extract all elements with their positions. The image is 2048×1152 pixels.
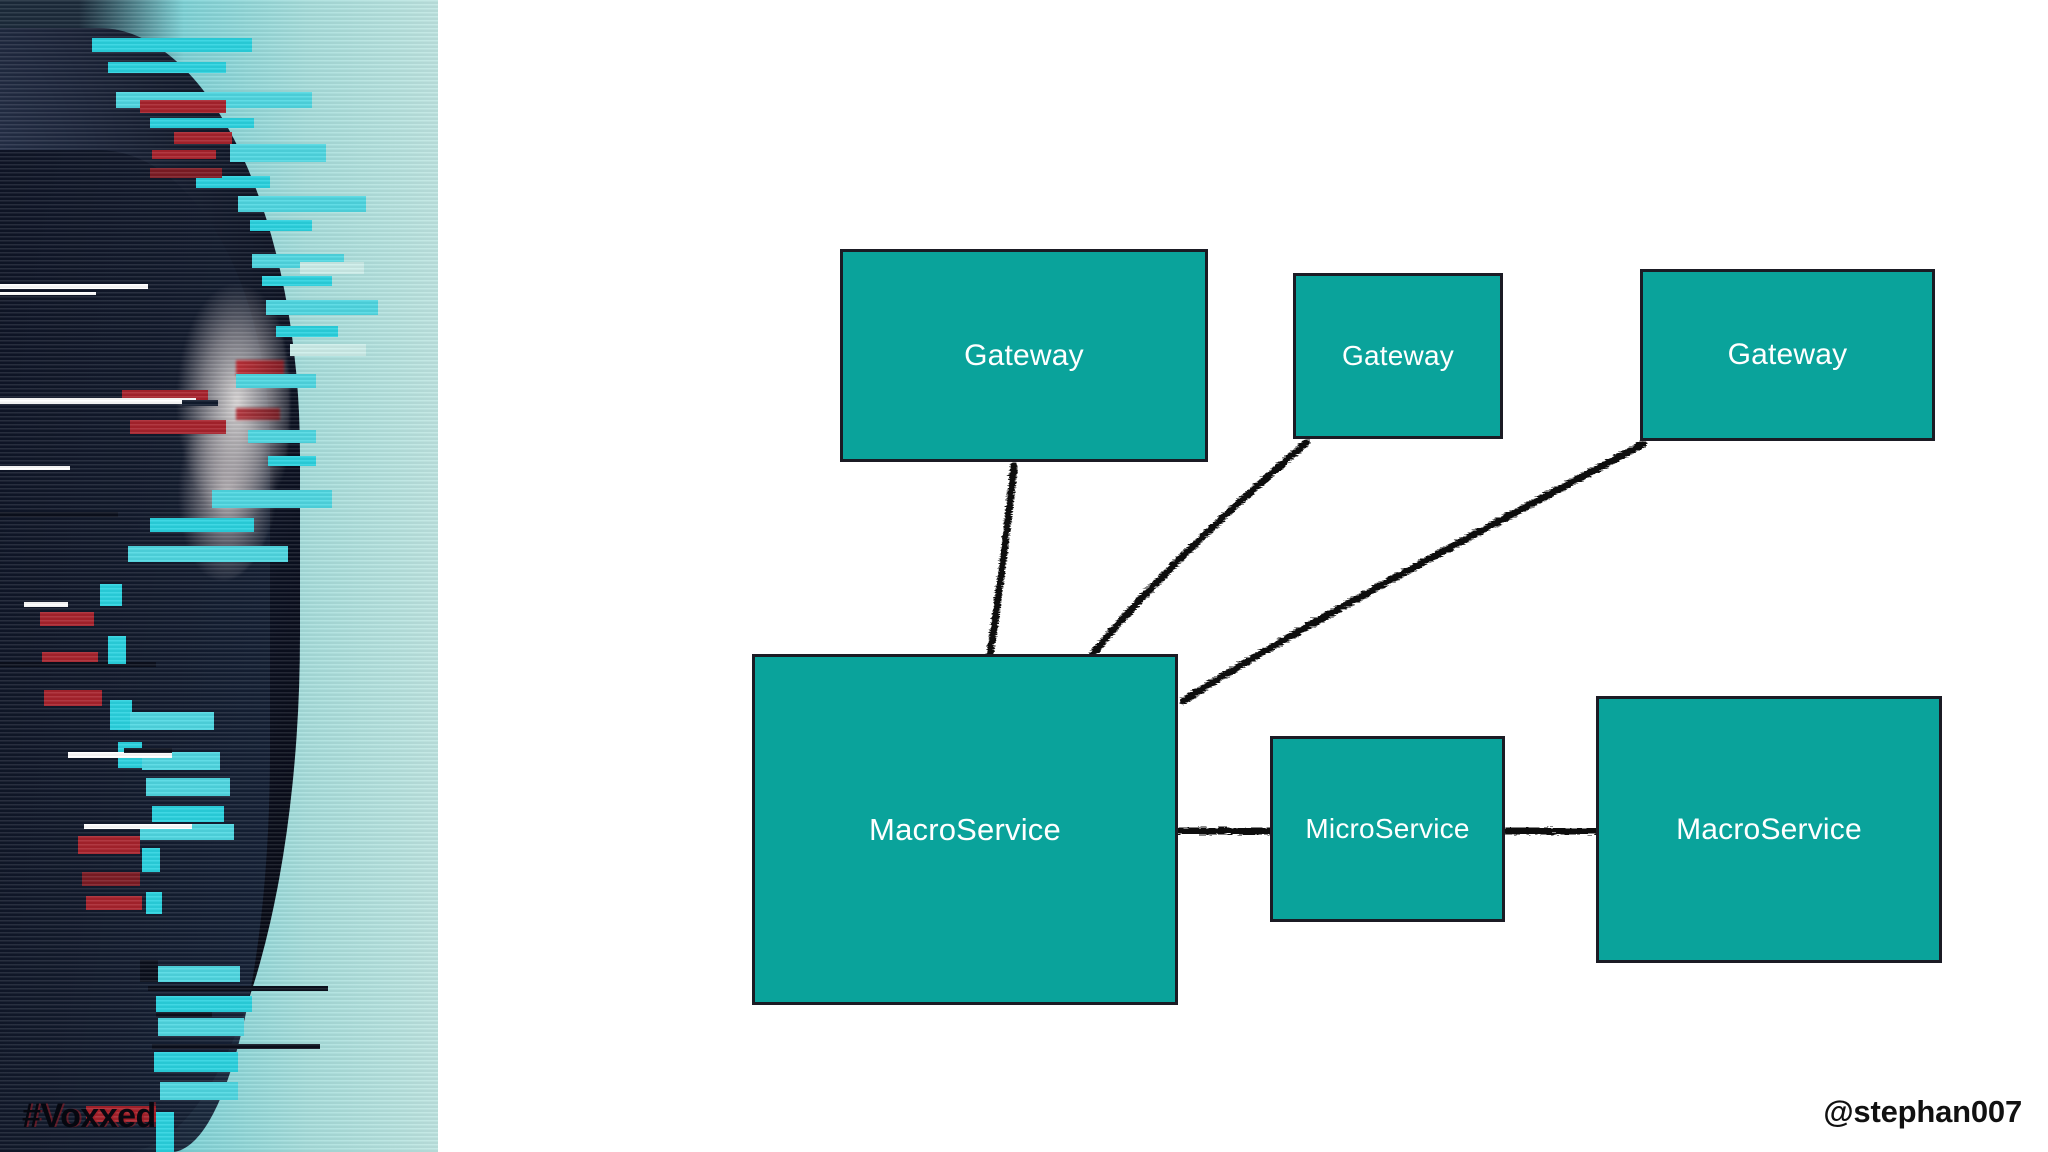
node-gateway-1[interactable]: Gateway bbox=[840, 249, 1208, 462]
glitch-streak-dark bbox=[156, 1012, 212, 1017]
glitch-stripe bbox=[142, 848, 160, 872]
architecture-diagram bbox=[438, 0, 2048, 1152]
glitch-stripe bbox=[236, 374, 316, 388]
glitch-stripe bbox=[110, 700, 132, 730]
glitch-stripe bbox=[238, 196, 366, 212]
glitch-stripe-red bbox=[44, 690, 102, 706]
glitch-streak-white bbox=[68, 752, 172, 758]
node-label: MacroService bbox=[1676, 812, 1862, 846]
glitch-stripe-red bbox=[42, 652, 98, 664]
twitter-handle-watermark: @stephan007 bbox=[1823, 1094, 2022, 1129]
glitch-streak-white bbox=[24, 602, 68, 607]
glitch-streak-dark bbox=[152, 1044, 320, 1049]
glitch-stripe bbox=[248, 430, 316, 443]
glitch-stripe bbox=[290, 344, 366, 356]
glitch-streak-white bbox=[0, 292, 96, 295]
glitch-stripe-red bbox=[140, 100, 226, 113]
glitch-stripe-red bbox=[130, 420, 226, 434]
glitch-stripe bbox=[92, 38, 252, 52]
glitch-streak-white bbox=[84, 824, 192, 829]
node-macroservice-right[interactable]: MacroService bbox=[1596, 696, 1942, 963]
glitch-streak-white bbox=[0, 398, 196, 404]
glitch-stripe bbox=[108, 636, 126, 664]
node-gateway-2[interactable]: Gateway bbox=[1293, 273, 1503, 439]
glitch-stripe-red bbox=[150, 168, 222, 178]
glitch-stripe bbox=[266, 300, 378, 315]
glitch-stripe bbox=[146, 892, 162, 914]
glitch-stripe-red bbox=[152, 150, 216, 159]
node-label: Gateway bbox=[964, 338, 1084, 372]
glitch-stripe bbox=[230, 144, 326, 162]
glitch-stripe bbox=[156, 1112, 174, 1152]
glitch-stripe bbox=[130, 712, 214, 730]
glitch-streak-white bbox=[0, 466, 70, 470]
glitch-stripe bbox=[250, 220, 312, 231]
glitch-stripe bbox=[196, 176, 270, 188]
glitch-stripe bbox=[152, 806, 224, 822]
glitch-stripe-red bbox=[40, 612, 94, 626]
glitch-streak-dark bbox=[182, 400, 218, 406]
node-gateway-3[interactable]: Gateway bbox=[1640, 269, 1935, 441]
glitch-stripe bbox=[100, 584, 122, 606]
glitch-streak-dark bbox=[0, 512, 118, 517]
glitch-stripe bbox=[262, 276, 332, 286]
node-label: Gateway bbox=[1342, 340, 1454, 371]
glitch-stripe bbox=[150, 118, 254, 128]
glitch-streak-dark bbox=[0, 662, 156, 667]
glitch-stripe-red bbox=[86, 896, 142, 910]
glitch-streak-dark bbox=[148, 986, 328, 991]
glitch-stripe bbox=[108, 62, 226, 73]
glitch-stripe bbox=[158, 966, 240, 982]
glitch-streak-dark bbox=[124, 748, 172, 753]
node-macroservice-left[interactable]: MacroService bbox=[752, 654, 1178, 1005]
glitch-stripe-red bbox=[82, 872, 140, 886]
glitch-stripe-red bbox=[174, 132, 232, 144]
glitch-stripe bbox=[268, 456, 316, 466]
glitch-stripe bbox=[300, 262, 364, 274]
glitch-stripe bbox=[128, 546, 288, 562]
node-microservice[interactable]: MicroService bbox=[1270, 736, 1505, 922]
glitch-stripe bbox=[276, 326, 338, 337]
glitch-stripe bbox=[154, 1052, 238, 1072]
glitch-stripe bbox=[158, 1018, 244, 1036]
glitch-portrait-image bbox=[0, 0, 438, 1152]
glitch-stripe bbox=[212, 490, 332, 508]
node-label: MicroService bbox=[1305, 813, 1470, 844]
glitch-stripe bbox=[150, 518, 254, 532]
node-label: Gateway bbox=[1727, 338, 1848, 371]
lips-highlight bbox=[236, 360, 284, 376]
glitch-stripe bbox=[160, 1082, 238, 1100]
lips-highlight-lower bbox=[236, 408, 280, 420]
node-label: MacroService bbox=[869, 812, 1061, 847]
glitch-stripe bbox=[146, 778, 230, 796]
glitch-streak-dark bbox=[140, 960, 158, 982]
glitch-stripe-red bbox=[78, 836, 140, 854]
glitch-stripe-red bbox=[86, 1106, 156, 1122]
hashtag-label: #Voxxed bbox=[22, 1097, 156, 1135]
glitch-streak-white bbox=[0, 284, 148, 289]
glitch-stripe bbox=[156, 996, 252, 1012]
